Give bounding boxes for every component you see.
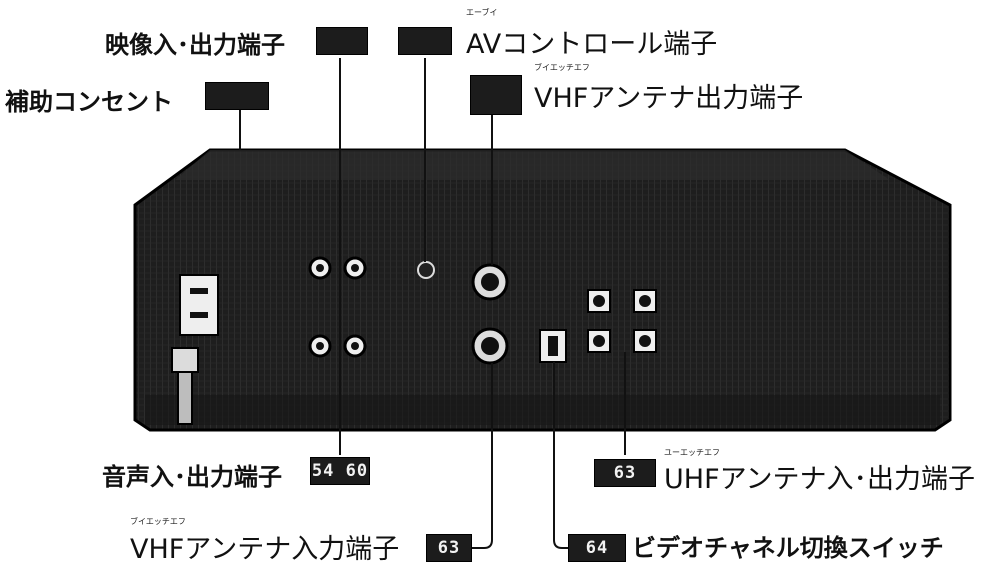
av-jacks bbox=[308, 256, 367, 358]
ruby-uhf-io: ユーエッチエフ bbox=[664, 448, 720, 457]
video-channel-switch bbox=[539, 329, 567, 363]
ruby-av-control: エーブイ bbox=[466, 8, 498, 17]
label-vhf-out: VHFアンテナ出力端子 bbox=[534, 83, 804, 114]
label-vhf-in: VHFアンテナ入力端子 bbox=[130, 534, 400, 565]
label-video-io: 映像入･出力端子 bbox=[105, 31, 285, 59]
badge-vhf-out bbox=[470, 75, 522, 115]
aux-outlet bbox=[179, 274, 219, 336]
av-control-jack bbox=[417, 261, 435, 279]
label-uhf-io: UHFアンテナ入･出力端子 bbox=[664, 464, 976, 495]
vcr-body bbox=[133, 148, 952, 432]
ruby-vhf-in: ブイエッチエフ bbox=[130, 517, 186, 526]
power-cord bbox=[171, 347, 199, 425]
uhf-terminals bbox=[587, 289, 657, 353]
label-aux-outlet: 補助コンセント bbox=[5, 88, 173, 116]
badge-video-io bbox=[316, 27, 368, 55]
ruby-vhf-out: ブイエッチエフ bbox=[534, 63, 590, 72]
vhf-out-connector bbox=[471, 263, 509, 301]
badge-vhf-in: 63 bbox=[426, 534, 472, 562]
badge-audio-io: 54 60 bbox=[310, 457, 370, 485]
badge-av-control bbox=[398, 27, 452, 55]
label-audio-io: 音声入･出力端子 bbox=[102, 463, 282, 491]
label-av-control: AVコントロール端子 bbox=[466, 29, 718, 60]
badge-uhf-io: 63 bbox=[594, 459, 656, 487]
leader-lines bbox=[239, 58, 626, 549]
label-video-channel-switch: ビデオチャネル切換スイッチ bbox=[632, 534, 944, 562]
badge-aux-outlet bbox=[205, 82, 269, 110]
vhf-in-connector bbox=[471, 327, 509, 365]
badge-video-channel-switch: 64 bbox=[568, 534, 626, 562]
